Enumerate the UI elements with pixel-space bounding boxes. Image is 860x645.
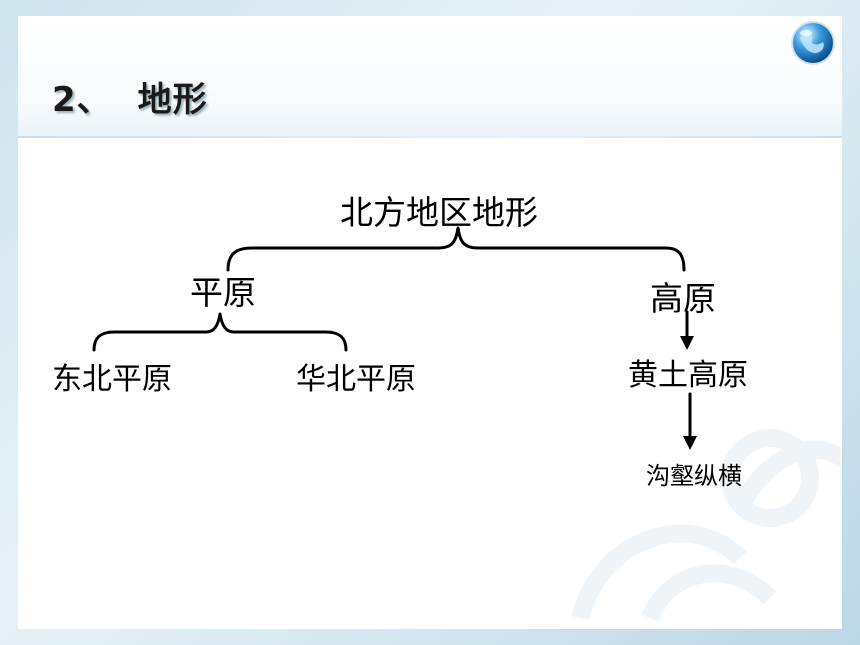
- watermark-icon: [571, 429, 840, 622]
- loess-plateau-node: 黄土高原: [628, 358, 748, 393]
- title-number: 2: [52, 80, 77, 120]
- title-text: 地形: [137, 80, 208, 120]
- plateau-node: 高原: [650, 279, 716, 318]
- gully-feature-node: 沟壑纵横: [646, 462, 742, 490]
- northeast-plain-node: 东北平原: [52, 362, 172, 397]
- root-brace: [226, 226, 686, 272]
- slide-title: 2、地形: [52, 72, 208, 121]
- title-separator: 、: [76, 80, 112, 120]
- header-band: [18, 16, 842, 138]
- globe-icon: [791, 21, 835, 65]
- root-node: 北方地区地形: [340, 193, 538, 232]
- plateau-arrow-head: [680, 336, 694, 350]
- plain-node: 平原: [190, 273, 256, 312]
- header-divider: [18, 136, 842, 138]
- north-china-plain-node: 华北平原: [296, 362, 416, 397]
- loess-arrow-head: [683, 436, 697, 450]
- plain-brace: [92, 312, 348, 352]
